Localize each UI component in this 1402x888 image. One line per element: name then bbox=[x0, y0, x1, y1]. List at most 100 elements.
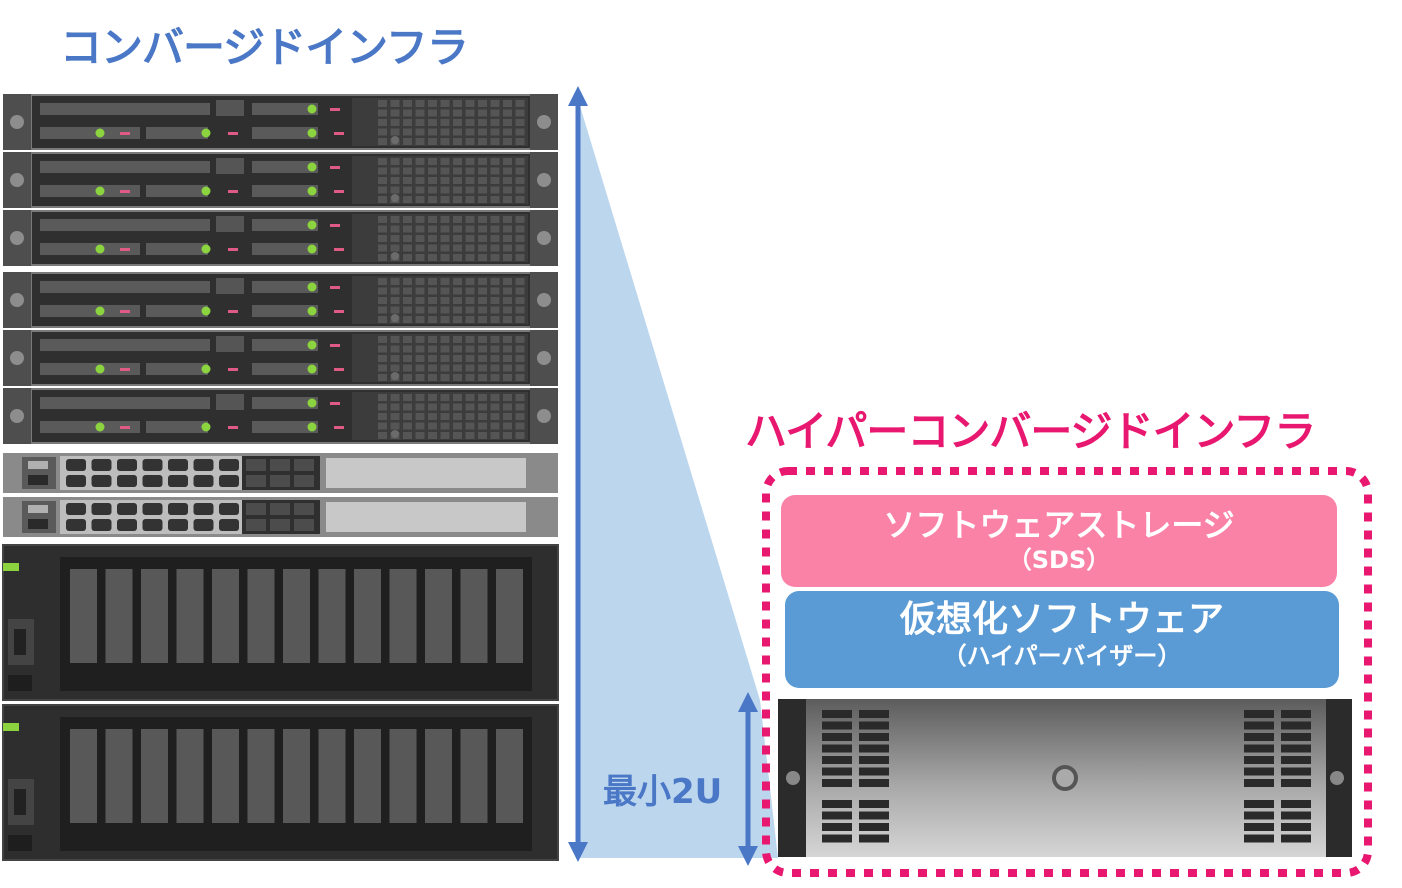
status-led bbox=[307, 186, 317, 196]
status-led bbox=[307, 244, 317, 254]
sds-sub-label: （SDS） bbox=[1007, 546, 1111, 574]
vent-slot bbox=[1244, 733, 1274, 741]
network-port bbox=[66, 519, 86, 531]
network-port bbox=[142, 503, 163, 515]
vent-slot bbox=[1244, 811, 1274, 820]
network-port bbox=[193, 519, 214, 531]
server-1u bbox=[3, 330, 558, 386]
drive-bay bbox=[105, 729, 133, 823]
network-port bbox=[91, 475, 112, 487]
status-led bbox=[95, 364, 105, 374]
sds-layer: ソフトウェアストレージ （SDS） bbox=[781, 495, 1337, 587]
status-led bbox=[307, 128, 317, 138]
hyperconverged-infra-title: ハイパーコンバージドインフラ bbox=[745, 407, 1316, 456]
drive-bay bbox=[212, 729, 239, 823]
status-led bbox=[95, 128, 105, 138]
network-switch bbox=[3, 497, 558, 537]
network-port bbox=[142, 475, 163, 487]
vent-slot bbox=[859, 800, 889, 808]
vent-slot bbox=[859, 733, 889, 741]
vent-slot bbox=[822, 800, 852, 808]
vent-slot bbox=[859, 779, 889, 787]
drive-bay bbox=[247, 729, 275, 823]
network-port bbox=[219, 459, 239, 471]
vent-slot bbox=[859, 744, 889, 753]
server-1u bbox=[3, 210, 558, 266]
drive-bay bbox=[460, 729, 488, 823]
server-1u bbox=[3, 388, 558, 444]
vent-slot bbox=[1244, 800, 1274, 808]
drive-bay bbox=[212, 569, 239, 663]
drive-bay bbox=[460, 569, 488, 663]
vent-slot bbox=[859, 767, 889, 776]
drive-bay bbox=[70, 729, 97, 823]
network-port bbox=[91, 503, 112, 515]
drive-bay bbox=[389, 729, 417, 823]
vent-slot bbox=[1281, 756, 1311, 764]
status-led bbox=[95, 186, 105, 196]
vent-slot bbox=[1281, 811, 1311, 820]
network-port bbox=[117, 519, 137, 531]
vent-slot bbox=[1281, 767, 1311, 776]
status-led bbox=[201, 128, 211, 138]
drive-bay bbox=[389, 569, 417, 663]
network-port bbox=[117, 503, 137, 515]
status-led bbox=[201, 186, 211, 196]
hci-dashed-frame bbox=[762, 467, 1372, 877]
status-led bbox=[201, 244, 211, 254]
drive-bay bbox=[176, 569, 204, 663]
status-led bbox=[307, 398, 317, 408]
vent-slot bbox=[859, 834, 889, 843]
status-led bbox=[3, 723, 19, 731]
status-led bbox=[95, 244, 105, 254]
vent-slot bbox=[822, 710, 852, 718]
min-size-label: 最小2U bbox=[603, 772, 723, 812]
network-port bbox=[193, 503, 214, 515]
vent-slot bbox=[1244, 834, 1274, 843]
drive-bay bbox=[283, 729, 310, 823]
vent-slot bbox=[1244, 823, 1274, 831]
drive-bay bbox=[354, 569, 381, 663]
network-switch bbox=[3, 453, 558, 493]
network-port bbox=[117, 459, 137, 471]
hypervisor-layer: 仮想化ソフトウェア （ハイパーバイザー） bbox=[785, 591, 1339, 688]
network-port bbox=[66, 475, 86, 487]
network-port bbox=[142, 519, 163, 531]
network-port bbox=[193, 459, 214, 471]
sds-label: ソフトウェアストレージ bbox=[883, 506, 1235, 544]
hci-appliance bbox=[778, 699, 1352, 857]
drive-bay bbox=[70, 569, 97, 663]
hypervisor-sub-label: （ハイパーバイザー） bbox=[942, 642, 1182, 670]
storage-array-2u bbox=[2, 704, 559, 861]
vent-slot bbox=[822, 811, 852, 820]
vent-slot bbox=[1281, 710, 1311, 718]
drive-bay bbox=[318, 729, 346, 823]
drive-bay bbox=[247, 569, 275, 663]
network-port bbox=[91, 459, 112, 471]
vent-slot bbox=[1244, 710, 1274, 718]
status-led bbox=[307, 104, 317, 114]
vent-slot bbox=[822, 834, 852, 843]
vent-slot bbox=[1281, 834, 1311, 843]
vent-slot bbox=[859, 756, 889, 764]
status-led bbox=[307, 306, 317, 316]
drive-bay bbox=[105, 569, 133, 663]
drive-bay bbox=[141, 569, 168, 663]
vent-slot bbox=[822, 767, 852, 776]
network-port bbox=[142, 459, 163, 471]
server-1u bbox=[3, 272, 558, 328]
drive-bay bbox=[283, 569, 310, 663]
drive-bay bbox=[496, 569, 523, 663]
converged-infra-title: コンバージドインフラ bbox=[60, 23, 469, 72]
status-led bbox=[201, 364, 211, 374]
status-led bbox=[307, 220, 317, 230]
vent-slot bbox=[1244, 721, 1274, 730]
network-port bbox=[168, 475, 188, 487]
network-port bbox=[193, 475, 214, 487]
network-port bbox=[66, 459, 86, 471]
status-led bbox=[307, 422, 317, 432]
vent-slot bbox=[822, 823, 852, 831]
vent-slot bbox=[1244, 744, 1274, 753]
vent-slot bbox=[859, 823, 889, 831]
